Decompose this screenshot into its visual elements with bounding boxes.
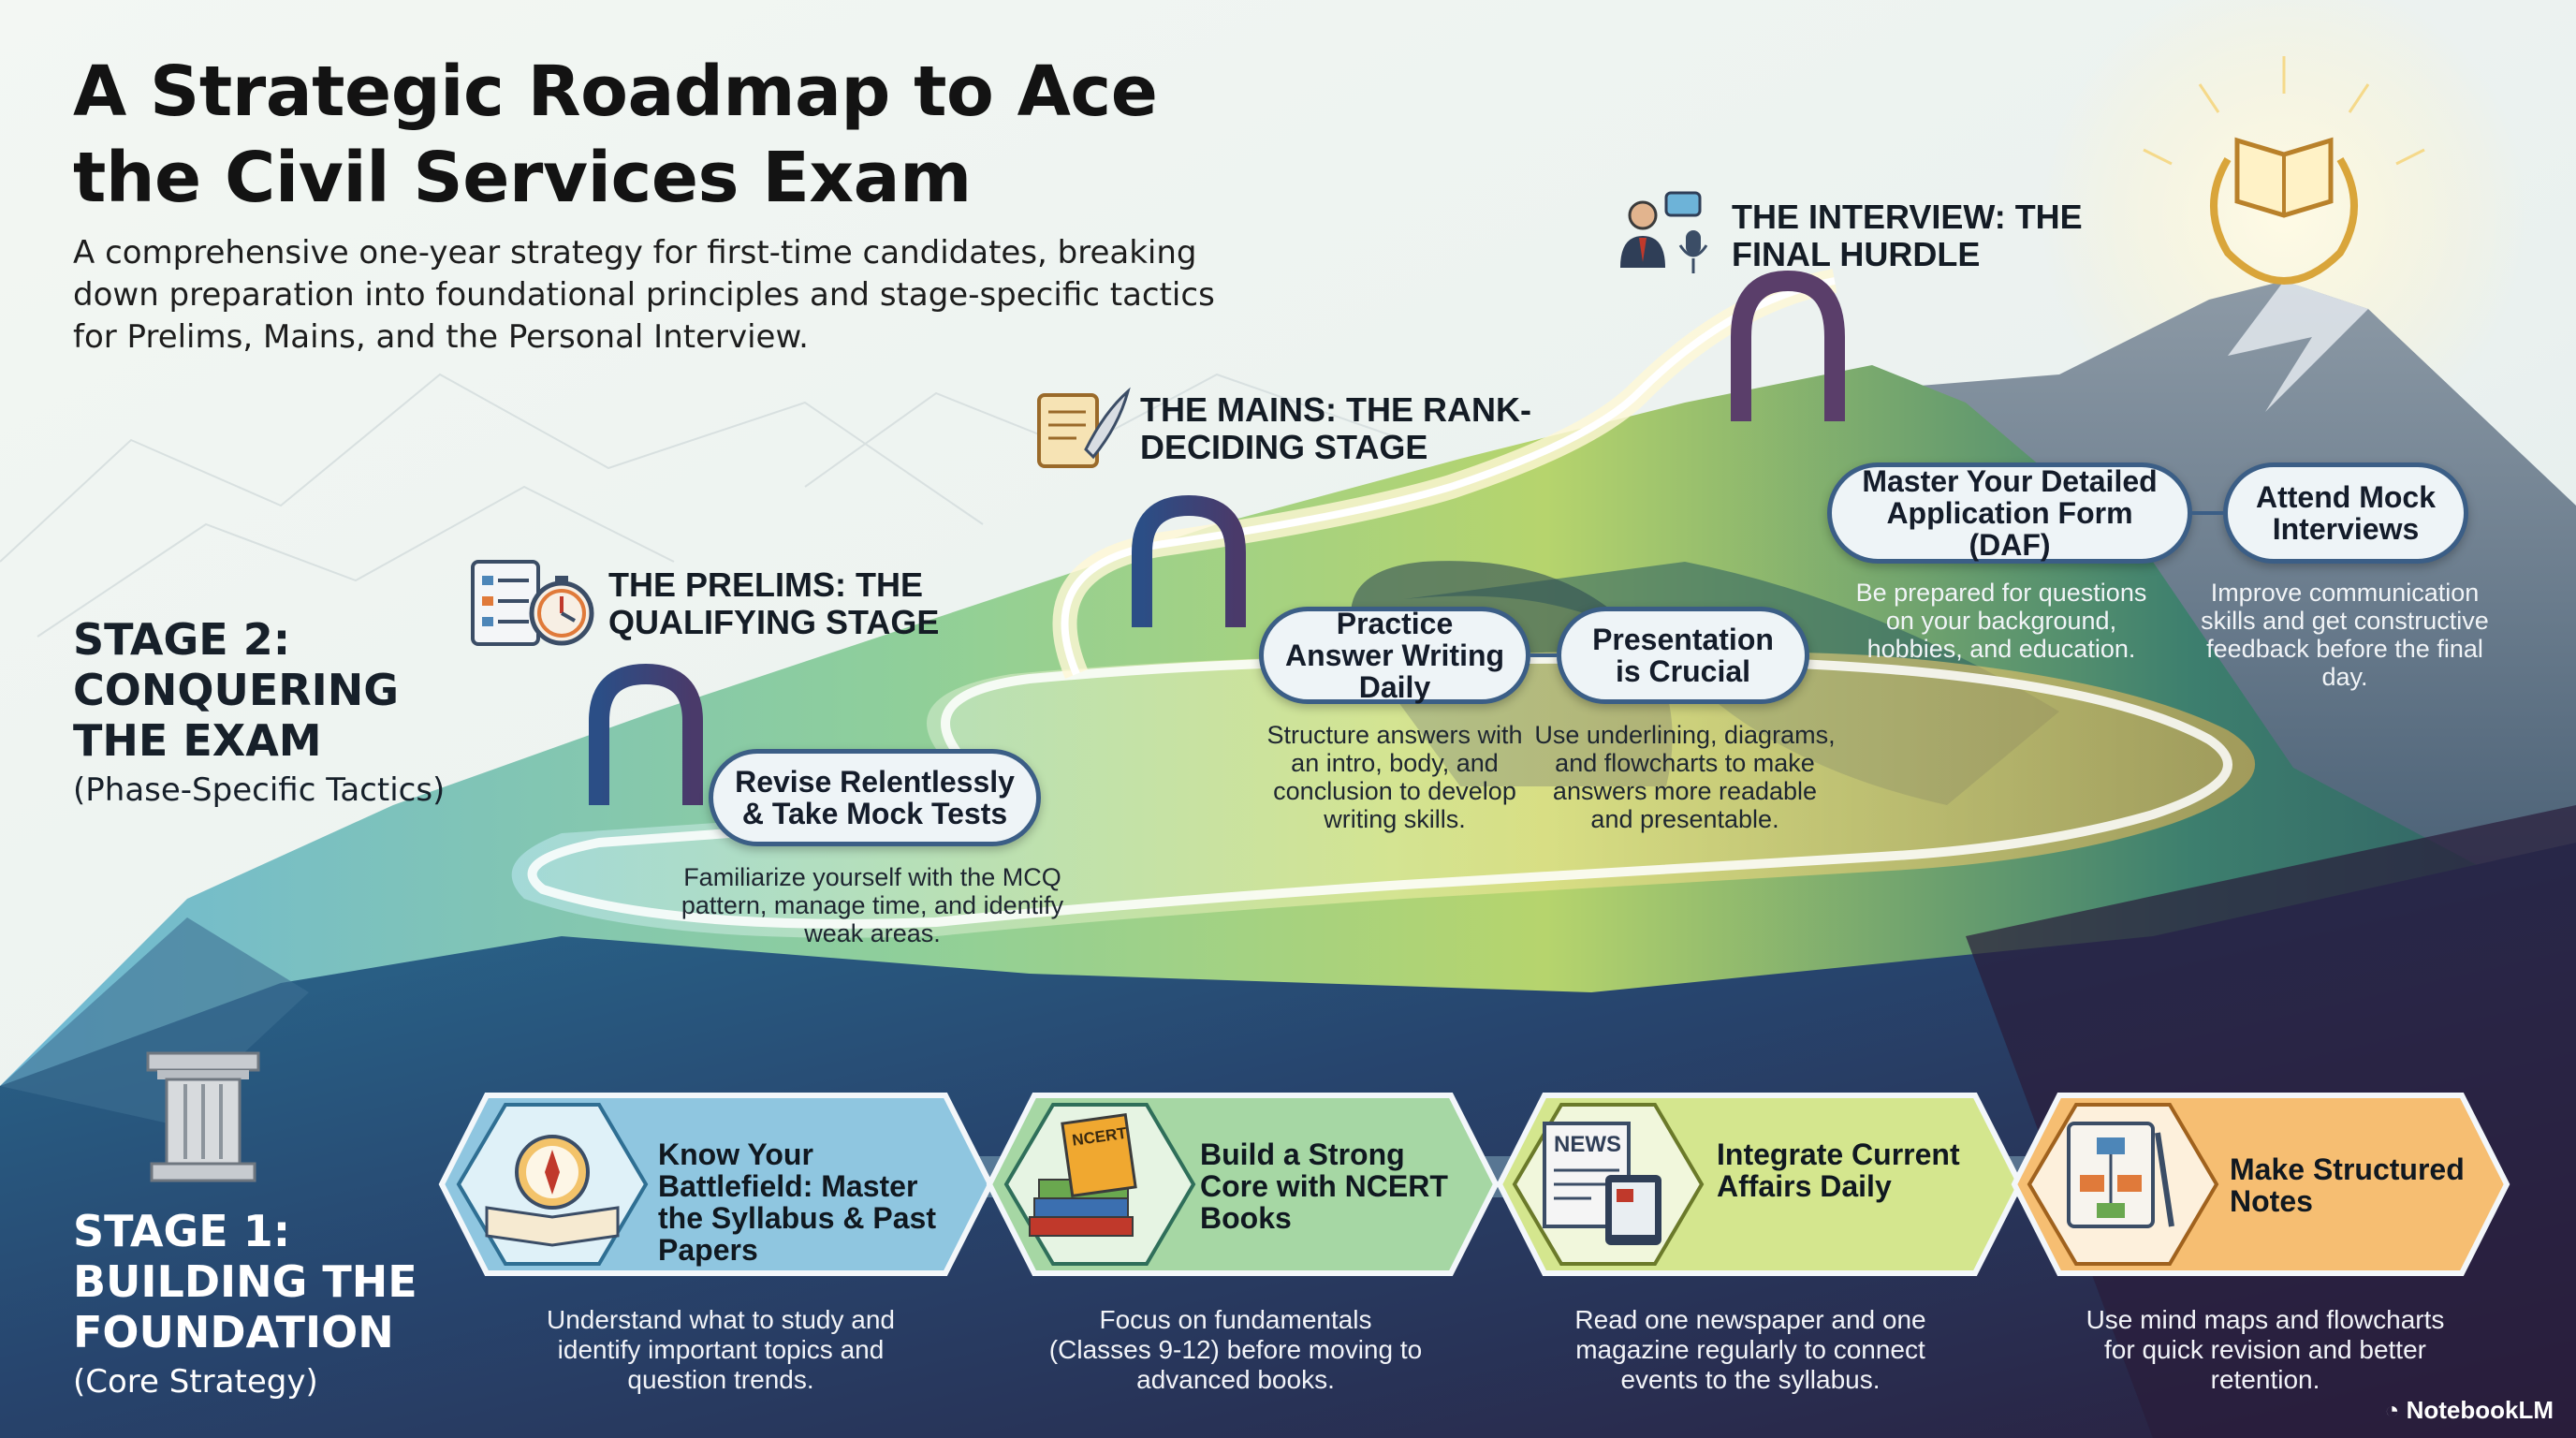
tip-presentation: Presentation is Crucial <box>1557 607 1809 704</box>
tip-description: Use underlining, diagrams, and flowchart… <box>1534 721 1836 833</box>
open-book-laurel-icon <box>2210 137 2358 285</box>
mains-title: THE MAINS: THE RANK-DECIDING STAGE <box>1140 390 1531 466</box>
foundation-step-notes <box>2011 1093 2510 1276</box>
pillar-icon <box>146 1051 260 1182</box>
tip-revise-mock-tests: Revise Relentlessly & Take Mock Tests <box>709 749 1041 846</box>
notebooklm-brand: ◔ NotebookLM <box>2385 1396 2554 1425</box>
foundation-label: Integrate Current Affairs Daily <box>1717 1137 1960 1203</box>
page-subtitle: A comprehensive one-year strategy for fi… <box>73 234 1215 356</box>
tip-label: Practice Answer Writing Daily <box>1284 607 1505 704</box>
foundation-description: Read one newspaper and one magazine regu… <box>1574 1305 1926 1394</box>
news-icon-text: NEWS <box>1554 1132 1621 1157</box>
scroll-quill-icon <box>1037 387 1131 468</box>
newspaper-tablet-icon: NEWS <box>1543 1122 1661 1245</box>
tip-description: Familiarize yourself with the MCQ patter… <box>681 863 1064 947</box>
tip-description: Improve communication skills and get con… <box>2201 579 2489 691</box>
notebooklm-logo-icon: ◔ <box>2384 1396 2407 1424</box>
tip-label: Presentation is Crucial <box>1592 623 1774 688</box>
foundation-label: Make Structured Notes <box>2230 1152 2465 1218</box>
tip-description: Be prepared for questions on your backgr… <box>1855 579 2147 663</box>
foundation-step-syllabus <box>438 1093 994 1276</box>
tip-answer-writing: Practice Answer Writing Daily <box>1259 607 1530 704</box>
foundation-description: Focus on fundamentals (Classes 9-12) bef… <box>1048 1305 1423 1394</box>
tip-label: Revise Relentlessly & Take Mock Tests <box>735 765 1015 830</box>
foundation-label: Build a Strong Core with NCERT Books <box>1200 1137 1448 1235</box>
tip-label: Master Your Detailed Application Form (D… <box>1862 464 2158 562</box>
tip-description: Structure answers with an intro, body, a… <box>1266 721 1523 833</box>
brand-text: NotebookLM <box>2406 1396 2554 1424</box>
stage2-block: STAGE 2: CONQUERING THE EXAM (Phase-Spec… <box>73 614 466 809</box>
page-title: A Strategic Roadmap to Ace the Civil Ser… <box>73 51 1158 218</box>
checklist-stopwatch-icon <box>471 560 594 646</box>
interview-title: THE INTERVIEW: THE FINAL HURDLE <box>1732 198 2083 273</box>
prelims-header: THE PRELIMS: THE QUALIFYING STAGE <box>468 557 955 651</box>
foundation-description: Understand what to study and identify im… <box>546 1305 895 1394</box>
pill-connector <box>2192 511 2223 515</box>
foundation-step-ncert: NCERT <box>986 1093 1500 1276</box>
compass-book-icon <box>485 1135 620 1247</box>
foundation-description: Use mind maps and flowcharts for quick r… <box>2086 1305 2445 1394</box>
interview-header: THE INTERVIEW: THE FINAL HURDLE <box>1615 187 2101 281</box>
pill-connector <box>1530 653 1557 657</box>
interview-microphone-icon <box>1620 191 1708 273</box>
foundation-step-current-affairs: NEWS <box>1496 1093 2024 1276</box>
stage1-subheading: (Core Strategy) <box>73 1363 318 1401</box>
stage2-subheading: (Phase-Specific Tactics) <box>73 771 446 809</box>
tip-mock-interviews: Attend Mock Interviews <box>2223 462 2468 564</box>
stage1-block: STAGE 1: BUILDING THE FOUNDATION (Core S… <box>73 1206 429 1401</box>
foundation-label: Know Your Battlefield: Master the Syllab… <box>658 1137 936 1267</box>
tip-master-daf: Master Your Detailed Application Form (D… <box>1827 462 2192 564</box>
stage2-heading: STAGE 2: CONQUERING THE EXAM <box>73 614 400 766</box>
prelims-title: THE PRELIMS: THE QUALIFYING STAGE <box>608 565 940 641</box>
tip-label: Attend Mock Interviews <box>2256 480 2436 546</box>
stage1-heading: STAGE 1: BUILDING THE FOUNDATION <box>73 1206 417 1357</box>
ncert-books-icon: NCERT <box>1029 1112 1137 1237</box>
notebook-flowchart-icon <box>2067 1122 2174 1228</box>
mains-header: THE MAINS: THE RANK-DECIDING STAGE <box>1030 384 1554 477</box>
